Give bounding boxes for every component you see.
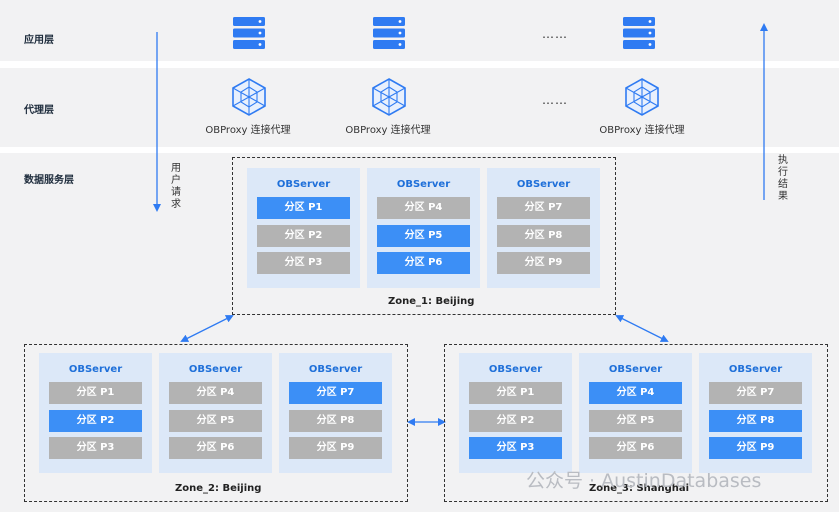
app-ellipsis: …… [542,27,568,41]
partition-replica: 分区 P2 [469,410,562,432]
observer-box: OBServer 分区 P7 分区 P8 分区 P9 [279,353,392,473]
partition-replica: 分区 P3 [257,252,350,274]
watermark: 公众号 · AustinDatabases [526,470,762,492]
partition-replica: 分区 P5 [589,410,682,432]
proxy-layer-label: 代理层 [24,105,54,116]
partition-leader: 分区 P6 [377,252,470,274]
observer-title: OBServer [188,364,243,375]
partition-replica: 分区 P1 [469,382,562,404]
proxy-ellipsis: …… [542,93,568,107]
observer-title: OBServer [396,179,451,190]
observer-title: OBServer [728,364,783,375]
obproxy-label: OBProxy 连接代理 [345,125,431,136]
app-layer-label: 应用层 [24,35,54,46]
app-layer-band [0,0,839,61]
zone-1-label: Zone_1: Beijing [388,296,475,307]
observer-title: OBServer [68,364,123,375]
observer-title: OBServer [276,179,331,190]
obproxy-label: OBProxy 连接代理 [599,125,685,136]
partition-replica: 分区 P7 [497,197,590,219]
exec-result-text: 执行结果 [778,155,788,202]
app-server-icon [373,17,405,49]
partition-leader: 分区 P7 [289,382,382,404]
zone-2-label: Zone_2: Beijing [175,483,262,494]
partition-replica: 分区 P1 [49,382,142,404]
partition-replica: 分区 P4 [377,197,470,219]
observer-title: OBServer [608,364,663,375]
app-server-icon [233,17,265,49]
observer-box: OBServer 分区 P4 分区 P5 分区 P6 [579,353,692,473]
data-layer-label: 数据服务层 [24,175,74,186]
zone-2-box [24,344,408,502]
partition-replica: 分区 P9 [289,437,382,459]
partition-leader: 分区 P5 [377,225,470,247]
obproxy-icon [625,78,659,116]
partition-leader: 分区 P1 [257,197,350,219]
user-request-text: 用户请求 [171,163,181,210]
partition-leader: 分区 P8 [709,410,802,432]
zone1-zone2-link [180,315,234,342]
zone-1-box [232,157,616,315]
partition-replica: 分区 P6 [169,437,262,459]
observer-box: OBServer 分区 P7 分区 P8 分区 P9 [699,353,812,473]
observer-box: OBServer 分区 P4 分区 P5 分区 P6 [367,168,480,288]
partition-replica: 分区 P5 [169,410,262,432]
app-server-icon [623,17,655,49]
observer-title: OBServer [516,179,571,190]
zone-3-box [444,344,828,502]
partition-replica: 分区 P8 [289,410,382,432]
observer-box: OBServer 分区 P7 分区 P8 分区 P9 [487,168,600,288]
partition-leader: 分区 P2 [49,410,142,432]
partition-replica: 分区 P2 [257,225,350,247]
obproxy-icon [232,78,266,116]
partition-replica: 分区 P4 [169,382,262,404]
partition-replica: 分区 P6 [589,437,682,459]
observer-box: OBServer 分区 P1 分区 P2 分区 P3 [459,353,572,473]
partition-replica: 分区 P7 [709,382,802,404]
observer-box: OBServer 分区 P1 分区 P2 分区 P3 [247,168,360,288]
observer-title: OBServer [308,364,363,375]
zone-3-label: Zone_3: Shanghai [589,483,690,494]
partition-leader: 分区 P3 [469,437,562,459]
obproxy-icon [372,78,406,116]
partition-replica: 分区 P3 [49,437,142,459]
partition-leader: 分区 P9 [709,437,802,459]
partition-replica: 分区 P9 [497,252,590,274]
partition-leader: 分区 P4 [589,382,682,404]
proxy-layer-band [0,68,839,147]
observer-title: OBServer [488,364,543,375]
observer-box: OBServer 分区 P4 分区 P5 分区 P6 [159,353,272,473]
zone1-zone3-link [615,315,669,342]
partition-replica: 分区 P8 [497,225,590,247]
observer-box: OBServer 分区 P1 分区 P2 分区 P3 [39,353,152,473]
obproxy-label: OBProxy 连接代理 [205,125,291,136]
